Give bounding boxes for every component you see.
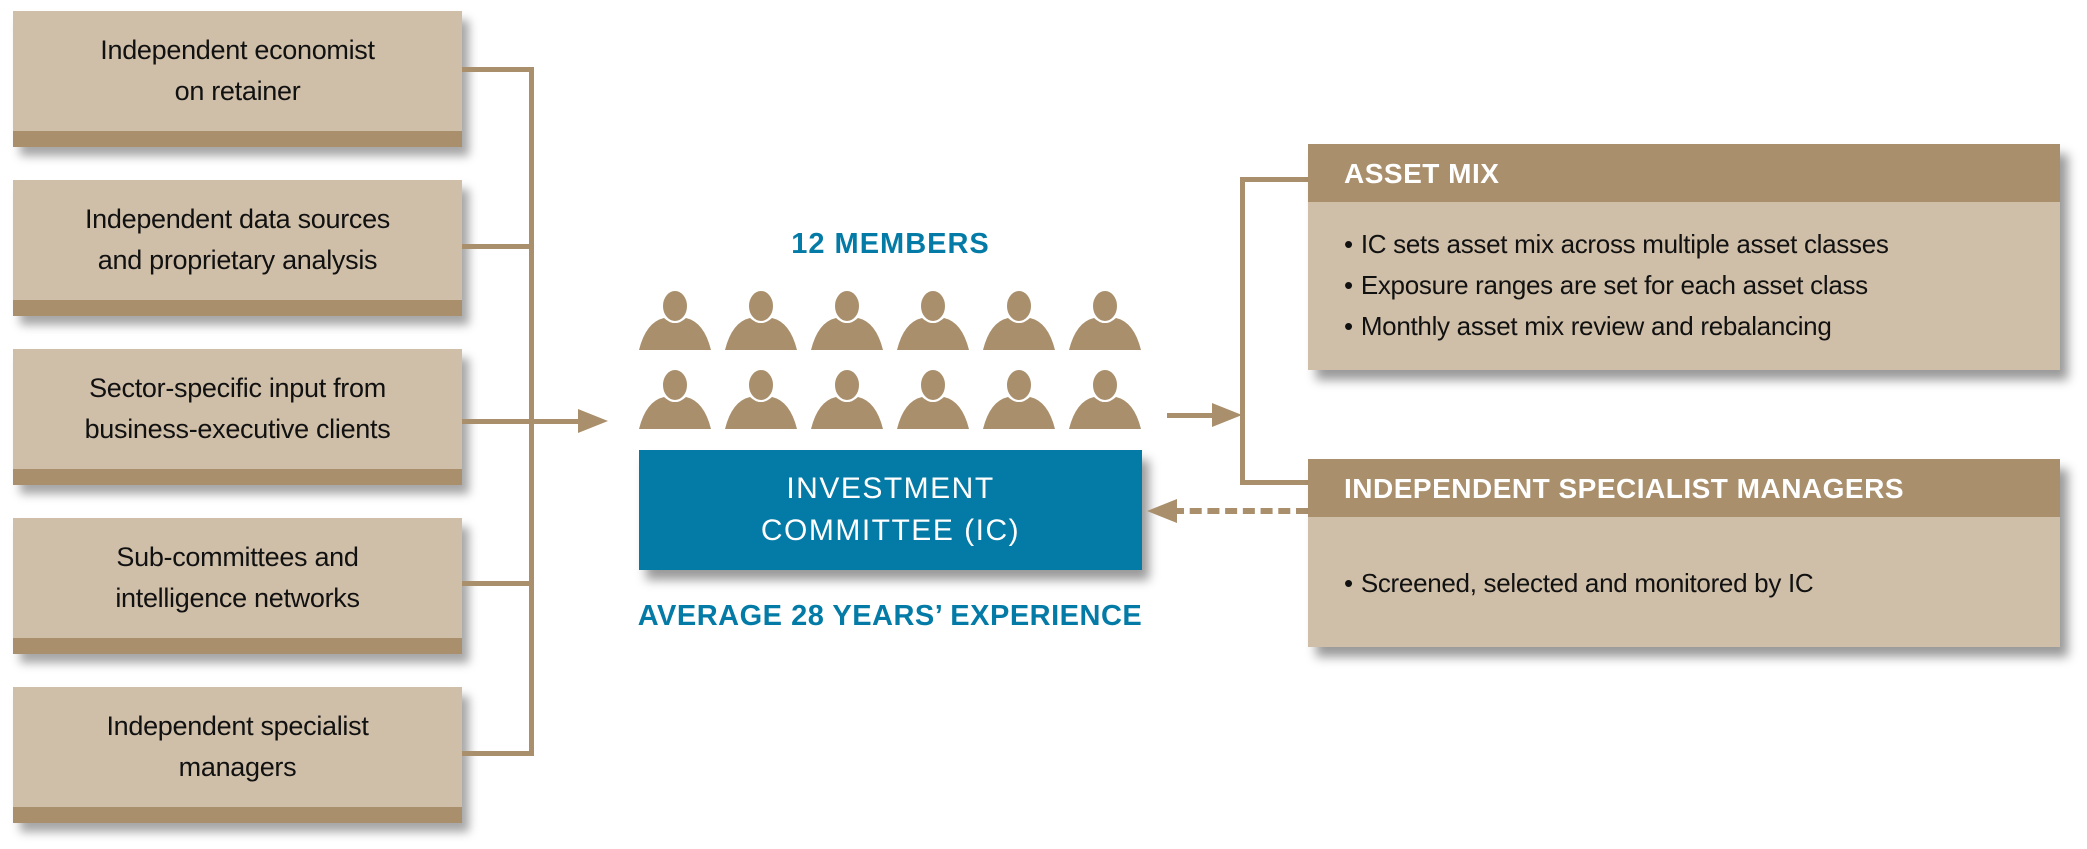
- person-icon: [896, 289, 970, 350]
- box-band: [13, 807, 462, 823]
- person-icon: [724, 289, 798, 350]
- person-icon: [896, 368, 970, 429]
- person-icon: [724, 368, 798, 429]
- input-text-line: Independent economist: [100, 35, 375, 65]
- input-text-line: business-executive clients: [84, 414, 391, 444]
- bullet-item: Screened, selected and monitored by IC: [1344, 563, 2060, 604]
- person-icon: [982, 368, 1056, 429]
- bullet-item: Exposure ranges are set for each asset c…: [1344, 265, 2060, 306]
- connector-stub: [462, 751, 534, 756]
- box-band: [13, 469, 462, 485]
- input-text-line: Independent specialist: [106, 711, 369, 741]
- input-text-line: on retainer: [174, 76, 301, 106]
- person-icon: [638, 289, 712, 350]
- specialist-managers-box: INDEPENDENT SPECIALIST MANAGERS Screened…: [1308, 459, 2060, 647]
- connector-vertical-left: [529, 67, 534, 756]
- connector-stub: [1240, 177, 1308, 182]
- connector-stub: [1240, 480, 1308, 485]
- person-icon: [1068, 368, 1142, 429]
- connector-stub: [462, 67, 534, 72]
- connector-vertical-right: [1240, 177, 1245, 485]
- bullet-item: IC sets asset mix across multiple asset …: [1344, 224, 2060, 265]
- members-label: 12 MEMBERS: [791, 228, 990, 260]
- person-icon: [810, 289, 884, 350]
- connector-stub-arrow: [462, 419, 580, 424]
- input-text-line: Sub-committees and: [116, 542, 359, 572]
- person-icon: [1068, 289, 1142, 350]
- asset-mix-box: ASSET MIX IC sets asset mix across multi…: [1308, 144, 2060, 370]
- specialist-managers-title: INDEPENDENT SPECIALIST MANAGERS: [1308, 459, 2060, 517]
- input-box-sub-committees: Sub-committees and intelligence networks: [13, 518, 462, 654]
- person-icon: [638, 368, 712, 429]
- arrow-left-icon: [1147, 499, 1177, 523]
- member-icons: [630, 289, 1150, 435]
- bullet-item: Monthly asset mix review and rebalancing: [1344, 306, 2060, 347]
- input-box-sector-input: Sector-specific input from business-execu…: [13, 349, 462, 485]
- experience-label: AVERAGE 28 YEARS’ EXPERIENCE: [637, 600, 1143, 632]
- arrow-right-icon: [1212, 403, 1242, 427]
- connector-out: [1167, 413, 1217, 418]
- input-text-line: Independent data sources: [84, 204, 391, 234]
- connector-stub: [462, 581, 534, 586]
- connector-stub: [462, 244, 534, 249]
- input-text-line: and proprietary analysis: [97, 245, 378, 275]
- committee-title-line: COMMITTEE (IC): [760, 514, 1021, 547]
- box-band: [13, 131, 462, 147]
- input-box-data-sources: Independent data sources and proprietary …: [13, 180, 462, 316]
- box-band: [13, 638, 462, 654]
- input-text-line: Sector-specific input from: [89, 373, 386, 403]
- input-box-specialist-managers: Independent specialist managers: [13, 687, 462, 823]
- arrow-right-icon: [578, 409, 608, 433]
- box-band: [13, 300, 462, 316]
- person-icon: [810, 368, 884, 429]
- input-text-line: intelligence networks: [115, 583, 360, 613]
- input-box-economist: Independent economist on retainer: [13, 11, 462, 147]
- investment-committee-box: INVESTMENT COMMITTEE (IC): [639, 450, 1142, 570]
- person-icon: [982, 289, 1056, 350]
- asset-mix-title: ASSET MIX: [1308, 144, 2060, 202]
- committee-title-line: INVESTMENT: [786, 472, 995, 505]
- feedback-dashed-line: [1172, 508, 1308, 514]
- input-text-line: managers: [178, 752, 297, 782]
